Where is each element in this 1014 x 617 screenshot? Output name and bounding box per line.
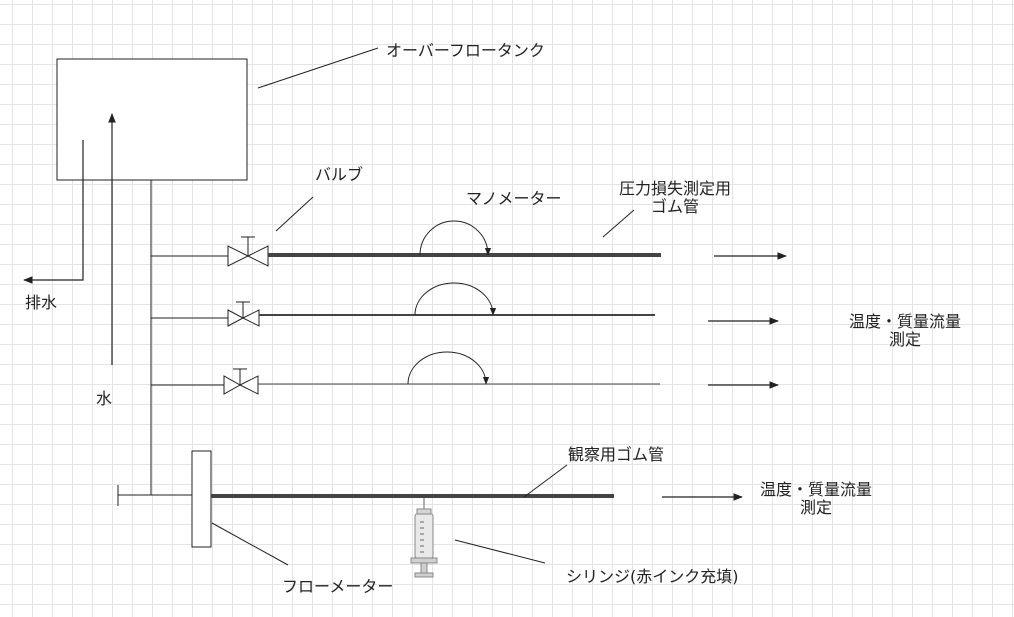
flowmeter-body <box>191 450 212 548</box>
manometer-3-icon <box>407 351 490 385</box>
measurement-label: 温度・質量流量 測定 <box>825 313 985 349</box>
syringe-leader-line <box>454 539 546 564</box>
valve-2-icon <box>227 301 260 327</box>
drain-label: 排水 <box>25 293 58 312</box>
valve-1-icon <box>227 236 269 267</box>
drain-arrow <box>23 140 84 284</box>
valve-3-icon <box>223 368 259 395</box>
measurement-label-2-line1: 温度・質量流量 <box>759 480 872 499</box>
flowmeter-leader-line <box>211 522 289 566</box>
pressure-tube-label: 圧力損失測定用 ゴム管 <box>600 180 750 216</box>
measurement-label-line2: 測定 <box>888 330 921 349</box>
manometer-2-icon <box>414 282 497 316</box>
manometer-1-icon <box>419 220 492 256</box>
pressure-tube-label-line1: 圧力損失測定用 <box>618 179 731 198</box>
observation-tube-leader-line <box>523 464 568 498</box>
water-label: 水 <box>96 389 113 408</box>
manometer-label: マノメーター <box>466 189 562 208</box>
valve-leader-line <box>275 196 314 232</box>
measurement-label-2: 温度・質量流量 測定 <box>736 481 896 517</box>
tank-leader-line <box>257 47 379 89</box>
flowmeter-label: フローメーター <box>282 577 394 596</box>
valve-label: バルブ <box>315 165 364 184</box>
overflow-tank-box <box>56 58 248 181</box>
syringe-label: シリンジ(赤インク充填) <box>566 567 739 586</box>
pressure-tube-label-line2: ゴム管 <box>650 197 699 216</box>
overflow-tank-label: オーバーフロータンク <box>386 41 545 60</box>
measurement-label-line1: 温度・質量流量 <box>848 312 961 331</box>
syringe-icon <box>410 498 438 578</box>
pressure-tube-leader-line <box>602 209 635 238</box>
measurement-label-2-line2: 測定 <box>799 498 832 517</box>
observation-tube-label: 観察用ゴム管 <box>568 445 665 464</box>
